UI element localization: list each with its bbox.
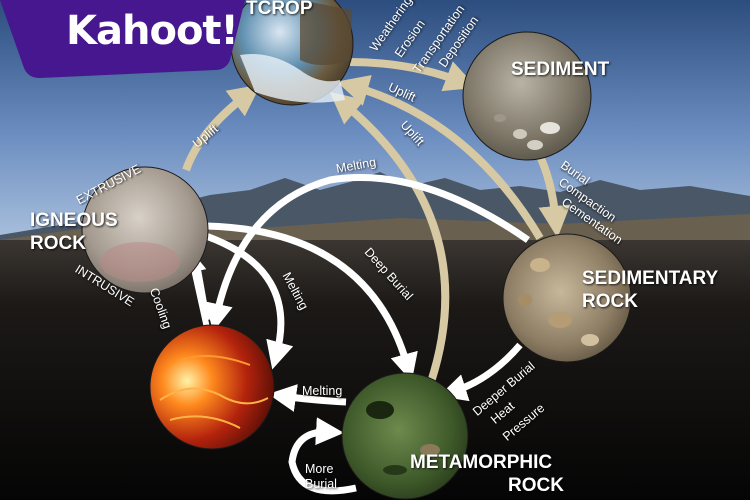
kahoot-logo[interactable]: Kahoot! <box>0 0 245 78</box>
melting-label-metamorphic: Melting <box>302 384 343 398</box>
more-burial-label-line1: More <box>305 462 334 476</box>
sedimentary-label-line1: SEDIMENTARY <box>582 268 719 289</box>
metamorphic-label-line1: METAMORPHIC <box>410 452 553 473</box>
kahoot-logo-text: Kahoot! <box>66 8 239 54</box>
arrow-deep-burial <box>205 222 418 382</box>
arrow-outcrop-to-sediment <box>349 58 477 92</box>
sediment-photo <box>462 31 592 161</box>
metamorphic-rock-photo <box>341 372 469 500</box>
arrow-deeper-burial <box>438 342 523 402</box>
magma-lava-photo <box>149 324 275 450</box>
kahoot-logo-badge <box>0 0 245 78</box>
arrow-cooling <box>182 248 210 329</box>
sediment-label: SEDIMENT <box>511 59 610 80</box>
more-burial-label-line2: Burial <box>305 477 337 491</box>
arrow-uplift-metamorphic <box>329 91 450 387</box>
arrow-sedimentary-melting <box>205 174 530 332</box>
igneous-rock-photo <box>81 166 209 294</box>
sedimentary-label-line2: ROCK <box>582 291 638 312</box>
arrow-metamorphic-melting <box>268 384 347 412</box>
igneous-label-line2: ROCK <box>30 233 86 254</box>
sedimentary-rock-photo <box>502 233 632 363</box>
metamorphic-label-line2: ROCK <box>508 475 564 496</box>
arrow-uplift-igneous <box>182 84 261 172</box>
outcrop-label: TCROP <box>246 0 313 19</box>
arrow-more-burial-loop <box>288 417 357 495</box>
igneous-label-line1: IGNEOUS <box>30 210 118 231</box>
arrow-igneous-melting <box>204 232 294 370</box>
arrow-uplift-sedimentary <box>336 75 544 241</box>
